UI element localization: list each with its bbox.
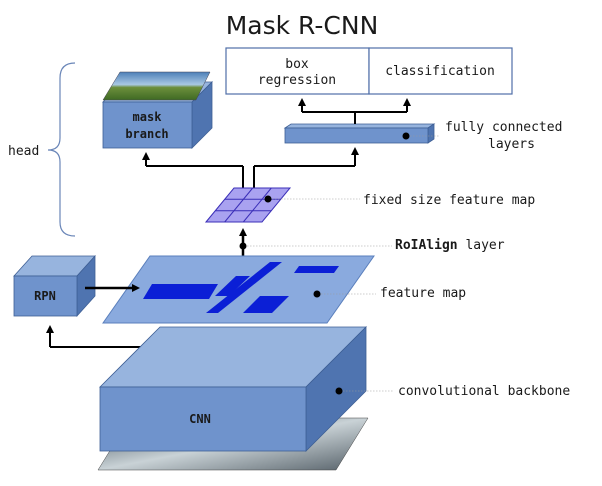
cnn-label: CNN: [189, 412, 211, 426]
mask-branch-label-2: branch: [125, 127, 168, 141]
fixed-size-feature-map-grid: [204, 187, 292, 223]
rpn-label: RPN: [34, 289, 56, 303]
cnn-backbone-block: CNN: [99, 326, 367, 452]
classification-box: [368, 47, 513, 95]
fully-connected-layer: [283, 123, 436, 144]
box-regression-label-2: regression: [258, 73, 336, 88]
fully-connected-label-1: fully connected: [445, 120, 562, 135]
roialign-label: RoIAlign layer: [395, 238, 505, 253]
feature-map-label: feature map: [380, 286, 466, 301]
mask-branch-label-1: mask: [133, 110, 163, 124]
rpn-block: RPN: [13, 254, 96, 318]
head-brace: [47, 62, 76, 237]
fully-connected-label-2: layers: [488, 137, 535, 152]
output-boxes: box regression classification: [225, 47, 513, 95]
feature-map-plane: [102, 255, 375, 324]
box-regression-box: [225, 47, 370, 95]
classification-label: classification: [385, 64, 495, 79]
box-regression-label-1: box: [285, 57, 309, 72]
diagram-title: Mask R-CNN: [226, 11, 379, 40]
mask-branch-block: mask branch: [102, 71, 213, 149]
head-label: head: [8, 144, 39, 159]
convolutional-backbone-label: convolutional backbone: [398, 384, 570, 399]
fixed-size-feature-map-label: fixed size feature map: [363, 193, 535, 208]
roialign-dot: [239, 242, 247, 250]
mask-thumbnail: [102, 71, 211, 101]
